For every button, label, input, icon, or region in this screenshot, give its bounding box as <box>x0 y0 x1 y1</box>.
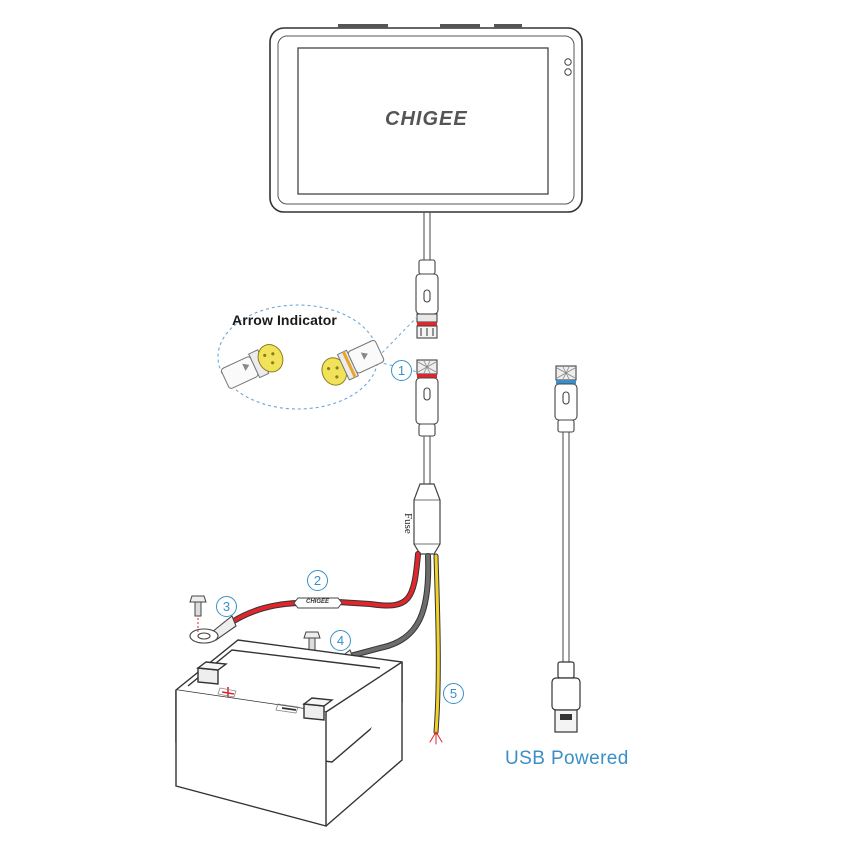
positive-terminal <box>189 615 237 644</box>
harness-cable <box>423 436 431 484</box>
display-cable <box>423 212 431 262</box>
display-connector <box>415 259 439 339</box>
battery <box>175 639 403 827</box>
arrow-indicator-zoom <box>217 304 419 410</box>
inline-fuse <box>293 597 343 609</box>
usb-powered-label: USB Powered <box>505 748 629 769</box>
callout-3: 3 <box>216 596 237 617</box>
yellow-wire <box>429 553 443 745</box>
usb-plug <box>551 661 581 733</box>
display-device <box>269 24 583 213</box>
callout-2: 2 <box>307 570 328 591</box>
harness-connector <box>415 359 439 437</box>
usb-connector <box>554 365 578 433</box>
fuse-holder <box>413 483 441 555</box>
display-brand-logo: CHIGEE <box>385 108 468 130</box>
positive-bolt <box>189 595 207 632</box>
gray-wire <box>347 553 432 659</box>
callout-5: 5 <box>443 683 464 704</box>
callout-4: 4 <box>330 630 351 651</box>
callout-1: 1 <box>391 360 412 381</box>
fuse-label: Fuse <box>402 513 414 534</box>
inline-fuse-brand: CHIGEE <box>306 599 330 605</box>
usb-cable <box>562 432 570 662</box>
red-wire <box>229 551 421 625</box>
arrow-indicator-label: Arrow Indicator <box>232 312 337 328</box>
